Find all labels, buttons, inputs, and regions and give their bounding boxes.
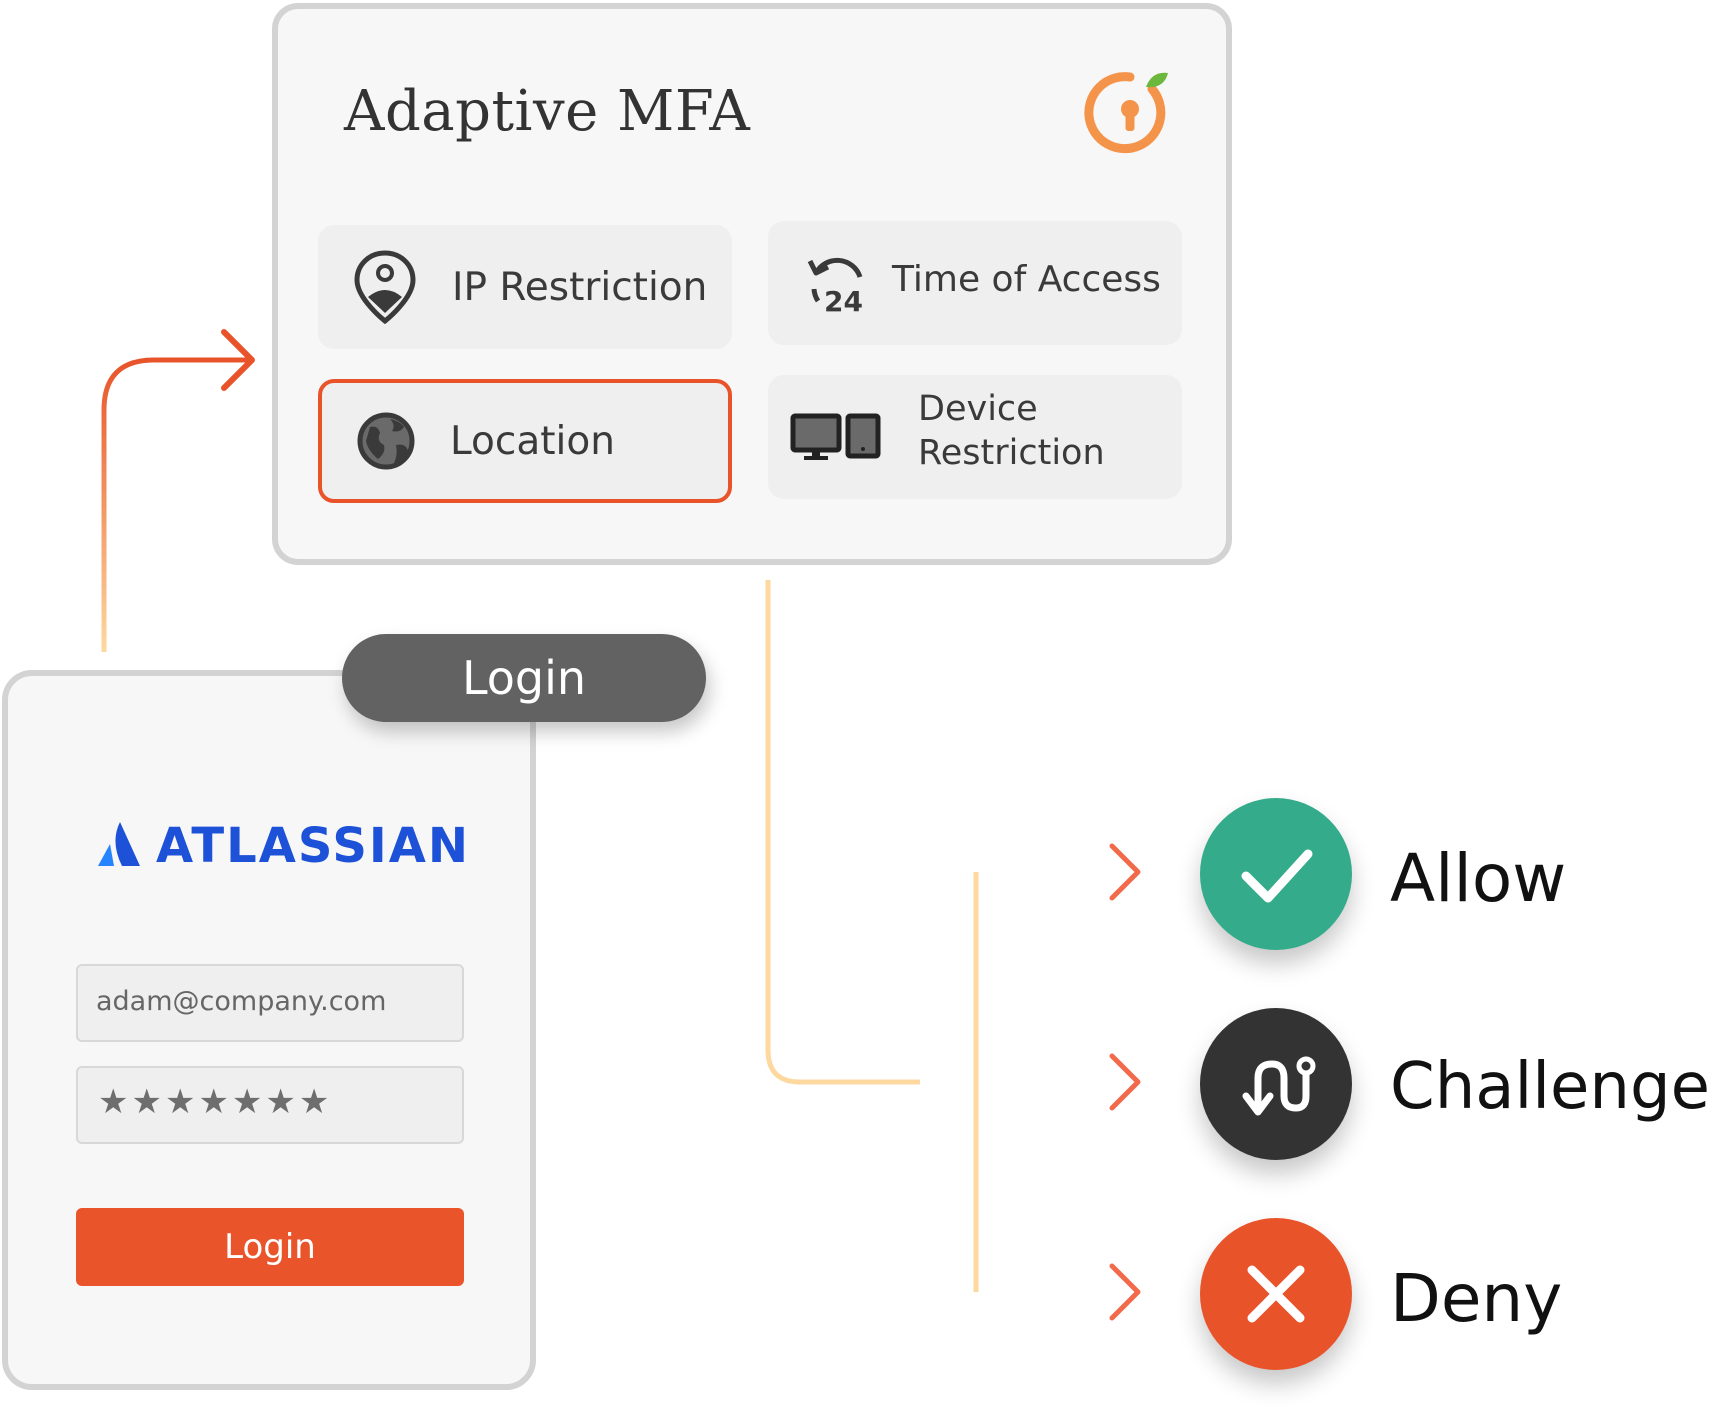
adaptive-mfa-panel: Adaptive MFA IP Restriction 24 Ti (272, 3, 1232, 565)
location-pin-person-icon (354, 250, 416, 325)
challenge-label: Challenge (1390, 1050, 1710, 1124)
atlassian-login-card: ATLASSIAN adam@company.com ★★★★★★★ Login (2, 670, 536, 1390)
device-restriction-tile[interactable]: Device Restriction (768, 375, 1182, 499)
ip-restriction-label: IP Restriction (452, 265, 708, 310)
login-button[interactable]: Login (76, 1208, 464, 1286)
keyhole-lock-icon (1084, 72, 1168, 154)
challenge-badge (1200, 1008, 1352, 1160)
login-tab-pill: Login (342, 634, 706, 722)
deny-label: Deny (1390, 1260, 1563, 1337)
atlassian-logo: ATLASSIAN (96, 818, 496, 874)
allow-badge (1200, 798, 1352, 950)
location-tile[interactable]: Location (318, 379, 732, 503)
atlassian-logo-icon (98, 822, 140, 866)
checkmark-icon (1241, 849, 1313, 903)
atlassian-wordmark: ATLASSIAN (156, 818, 471, 874)
desktop-tablet-icon (790, 413, 881, 460)
email-field[interactable]: adam@company.com (76, 964, 464, 1042)
email-value: adam@company.com (96, 986, 387, 1017)
mfa-arrowhead (221, 329, 255, 391)
ip-restriction-tile[interactable]: IP Restriction (318, 225, 732, 349)
allow-arrowhead (1109, 843, 1141, 901)
svg-text:24: 24 (824, 285, 863, 313)
x-icon (1247, 1265, 1305, 1323)
panel-title: Adaptive MFA (344, 79, 751, 144)
clock-24-icon: 24 (807, 257, 863, 313)
deny-arrowhead (1109, 1263, 1141, 1321)
password-field[interactable]: ★★★★★★★ (76, 1066, 464, 1144)
deny-badge (1200, 1218, 1352, 1370)
route-icon (1242, 1056, 1316, 1116)
globe-icon (357, 412, 415, 470)
password-mask: ★★★★★★★ (98, 1082, 333, 1122)
login-to-mfa-connector (101, 357, 248, 652)
device-restriction-label-line1: Device (918, 389, 1038, 429)
location-label: Location (450, 419, 615, 464)
mfa-to-decision-connector (765, 580, 920, 1085)
device-restriction-label-line2: Restriction (918, 433, 1105, 473)
time-of-access-tile[interactable]: 24 Time of Access (768, 221, 1182, 345)
allow-label: Allow (1390, 840, 1567, 917)
time-of-access-label: Time of Access (892, 259, 1161, 300)
challenge-arrowhead (1109, 1053, 1141, 1111)
